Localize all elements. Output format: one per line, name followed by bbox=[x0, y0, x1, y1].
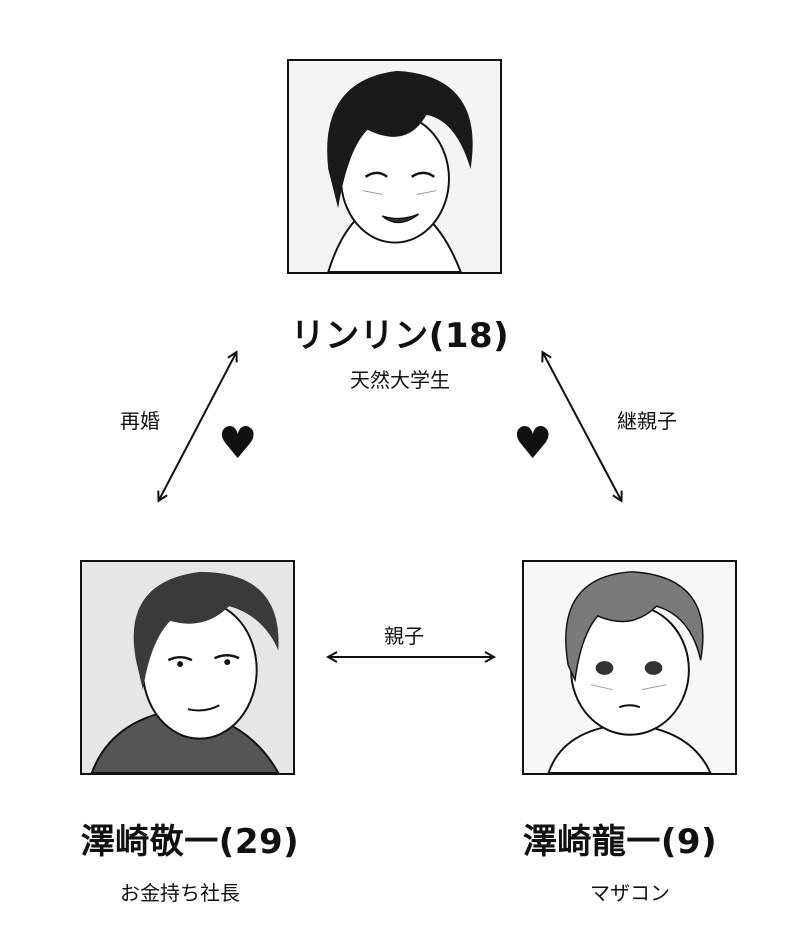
desc-keiichi: お金持ち社長 bbox=[120, 881, 240, 905]
portrait-rinrin bbox=[287, 59, 502, 274]
arrow-top-right bbox=[543, 353, 621, 500]
desc-ryuichi: マザコン bbox=[590, 881, 670, 905]
arrow-top-left bbox=[159, 353, 236, 500]
name-keiichi: 澤崎敬一(29) bbox=[80, 822, 300, 862]
relation-label-parent-child: 親子 bbox=[384, 624, 424, 648]
portrait-keiichi bbox=[80, 560, 295, 775]
adult-man-portrait-icon bbox=[82, 562, 293, 773]
name-ryuichi: 澤崎龍一(9) bbox=[522, 822, 718, 862]
relation-label-step-parent: 継親子 bbox=[617, 409, 677, 433]
heart-icon-right: ♥ bbox=[513, 418, 553, 469]
portrait-ryuichi bbox=[522, 560, 737, 775]
heart-icon-left: ♥ bbox=[218, 418, 258, 469]
blushing-boy-portrait-icon bbox=[524, 562, 735, 773]
relation-label-remarriage: 再婚 bbox=[120, 409, 160, 433]
desc-rinrin: 天然大学生 bbox=[350, 368, 450, 392]
name-rinrin: リンリン(18) bbox=[290, 316, 510, 356]
smiling-youth-portrait-icon bbox=[289, 61, 500, 272]
